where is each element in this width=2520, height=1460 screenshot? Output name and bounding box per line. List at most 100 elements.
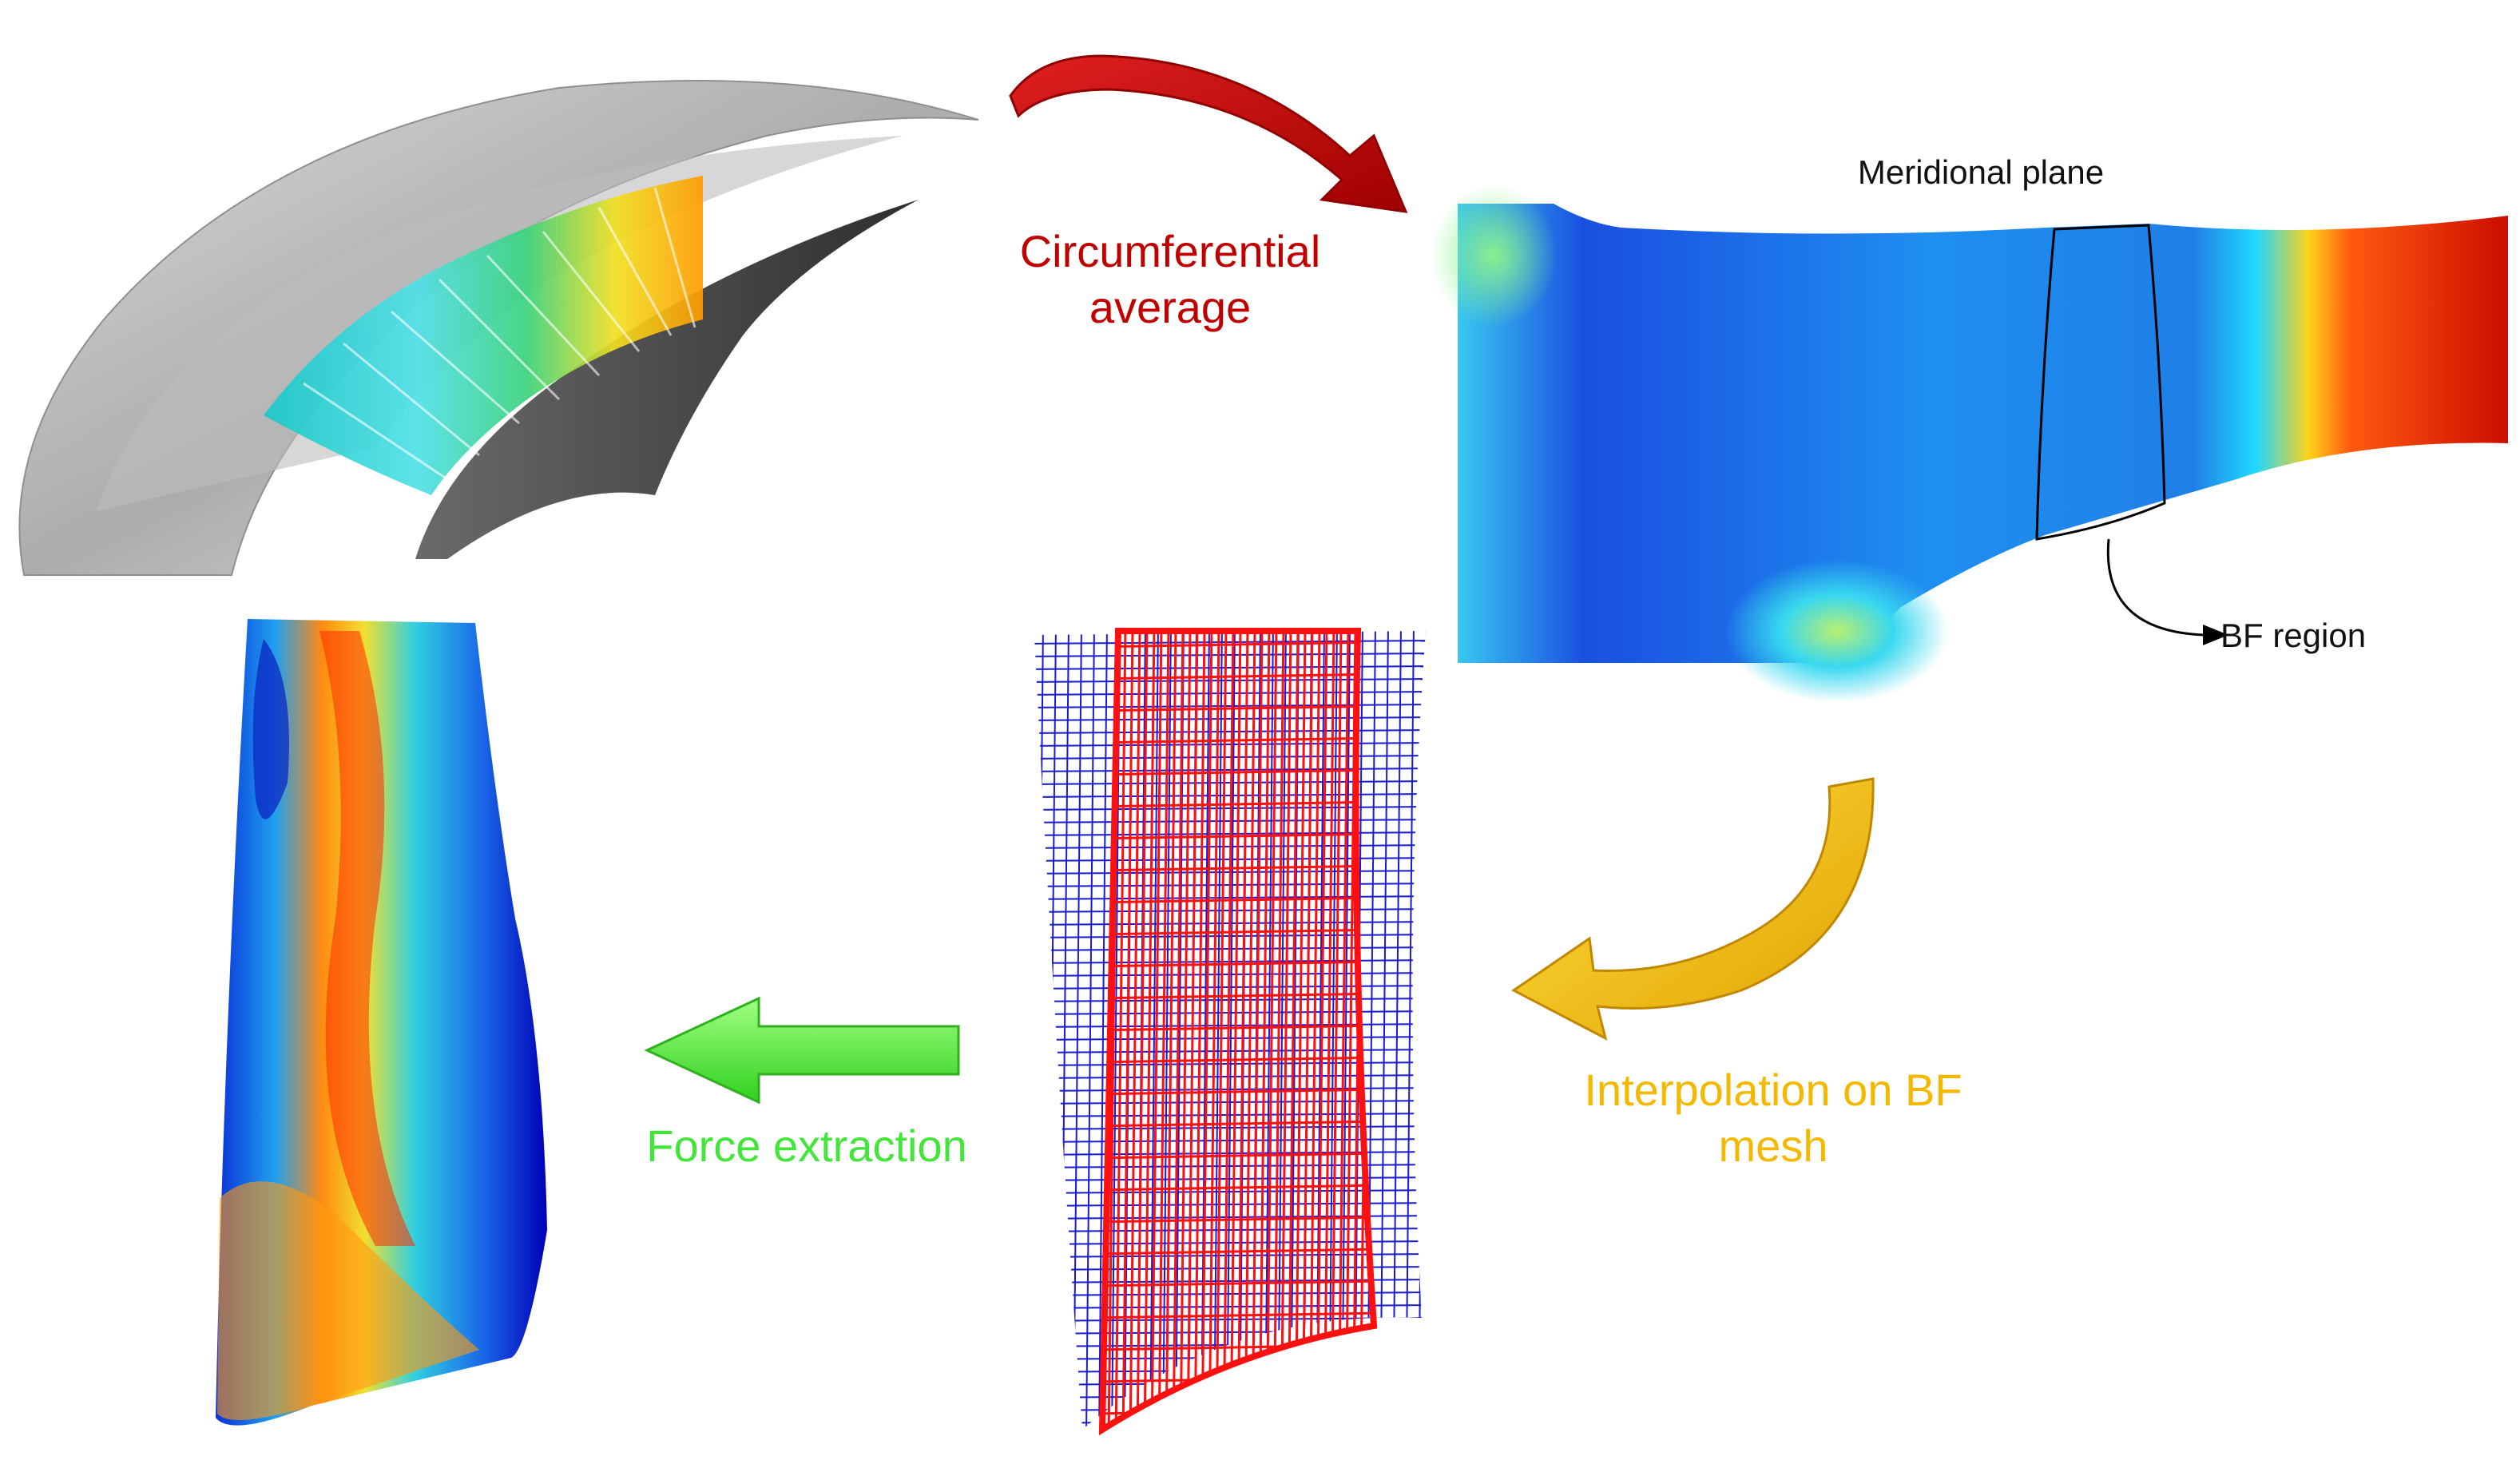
interpolation-label: Interpolation on BF mesh (1584, 1065, 1962, 1171)
bf-mesh (1022, 623, 1426, 1438)
bf-region-pointer-head (2203, 625, 2228, 645)
mesh-line-red (1102, 768, 1374, 776)
mesh-line-red (1102, 864, 1374, 872)
mesh-line-blue (1034, 1419, 1426, 1424)
mesh-line-red (1102, 928, 1374, 936)
mesh-line-blue (1034, 1406, 1426, 1411)
circumferential-average-label: Circumferential average (1019, 226, 1321, 332)
mesh-line-blue (1379, 631, 1389, 1430)
mesh-line-red (1330, 631, 1343, 1430)
mesh-line-red (1102, 800, 1374, 808)
mesh-line-red (1272, 631, 1285, 1430)
mesh-line-blue (1034, 691, 1426, 696)
mesh-line-blue (1034, 640, 1426, 645)
mesh-line-blue (1034, 1087, 1426, 1092)
low-region-highlight (1725, 559, 1949, 703)
mesh-line-blue (1034, 1010, 1426, 1015)
mesh-line-blue (1341, 631, 1351, 1430)
mesh-line-red (1316, 631, 1328, 1430)
mesh-line-blue (1034, 742, 1426, 747)
mesh-line-red (1294, 631, 1307, 1430)
mesh-line-blue (1034, 780, 1426, 785)
mesh-line-blue (1034, 1049, 1426, 1053)
mesh-line-red (1102, 1056, 1374, 1064)
meridional-plane (1430, 184, 2508, 703)
blade-dark-spot (252, 639, 289, 819)
mesh-line-red (1102, 1279, 1374, 1287)
mesh-line-red (1102, 1152, 1374, 1160)
mesh-line-blue (1405, 631, 1415, 1430)
mesh-line-blue (1034, 793, 1426, 798)
mesh-line-red (1280, 631, 1292, 1430)
mesh-line-blue (1034, 1330, 1426, 1335)
mesh-line-red (1337, 631, 1350, 1430)
mesh-line-red (1150, 631, 1163, 1430)
mesh-line-red (1102, 641, 1374, 649)
mesh-line-red (1208, 631, 1220, 1430)
mesh-line-red (1323, 631, 1335, 1430)
rotor-blades (264, 176, 703, 495)
mesh-line-blue (1022, 623, 1030, 1438)
mesh-line-red (1244, 631, 1256, 1430)
mesh-line-blue (1367, 631, 1376, 1430)
mesh-line-red (1308, 631, 1321, 1430)
mesh-line-red (1251, 631, 1264, 1430)
inlet-highlight (1430, 184, 1558, 327)
mesh-line-red (1265, 631, 1278, 1430)
mesh-line-red (1258, 631, 1271, 1430)
mesh-line-blue (1392, 631, 1402, 1430)
mesh-line-red (1157, 631, 1170, 1430)
mesh-line-blue (1213, 631, 1223, 1430)
mesh-line-blue (1034, 1253, 1426, 1258)
mesh-line-red (1102, 736, 1374, 744)
mesh-line-blue (1034, 1381, 1426, 1386)
mesh-line-red (1102, 992, 1374, 1000)
mesh-line-blue (1034, 653, 1426, 657)
mesh-line-blue (1034, 1202, 1426, 1207)
fan-3d-model (18, 80, 979, 576)
mesh-line-blue (1034, 1228, 1426, 1232)
mesh-line-blue (1034, 665, 1426, 670)
mesh-line-blue (1034, 716, 1426, 721)
mesh-line-blue (1034, 1279, 1426, 1283)
mesh-line-red (1114, 631, 1127, 1430)
mesh-line-blue (1034, 1240, 1426, 1245)
mesh-line-blue (1034, 1125, 1426, 1130)
mesh-line-blue (1034, 678, 1426, 683)
bf-region-pointer (2106, 538, 2205, 637)
mesh-line-red (1215, 631, 1228, 1430)
mesh-line-blue (1034, 768, 1426, 772)
mesh-line-red (1222, 631, 1235, 1430)
bf-region-outline (2035, 224, 2166, 541)
mesh-line-blue (1034, 1394, 1426, 1399)
meridional-plane-label: Meridional plane (1857, 153, 2105, 191)
blade-hot-band (319, 631, 415, 1246)
mesh-line-blue (1034, 1291, 1426, 1296)
mesh-line-red (1129, 631, 1141, 1430)
mesh-line-blue (1034, 1164, 1426, 1168)
mesh-line-blue (1034, 1023, 1426, 1028)
mesh-line-red (1136, 631, 1149, 1430)
mesh-line-red (1102, 1216, 1374, 1224)
mesh-line-blue (1034, 1355, 1426, 1360)
mesh-line-red (1102, 1184, 1374, 1192)
mesh-line-blue (1277, 631, 1287, 1430)
mesh-line-red (1287, 631, 1300, 1430)
interpolation-arrow (1511, 777, 1875, 1041)
force-extraction-arrow (644, 996, 960, 1105)
bf-region-label: BF region (2220, 617, 2367, 654)
mesh-line-blue (1162, 631, 1172, 1430)
mesh-line-blue (1034, 1138, 1426, 1143)
mesh-line-blue (1034, 1061, 1426, 1066)
force-extraction-label: Force extraction (646, 1121, 967, 1171)
mesh-line-red (1102, 672, 1374, 680)
mesh-line-red (1102, 704, 1374, 712)
mesh-line-blue (1226, 631, 1236, 1430)
mesh-line-blue (1034, 1368, 1426, 1373)
mesh-line-blue (1034, 1304, 1426, 1309)
mesh-line-red (1102, 960, 1374, 968)
mesh-line-red (1102, 1088, 1374, 1096)
circumferential-arrow (1009, 54, 1408, 213)
mesh-line-red (1165, 631, 1177, 1430)
